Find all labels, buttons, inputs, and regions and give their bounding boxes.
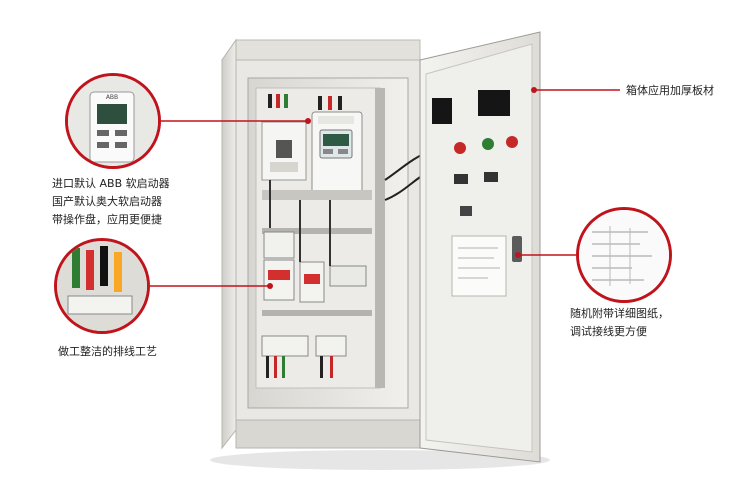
top-cable-lugs — [268, 94, 342, 110]
soft-starter — [311, 111, 363, 195]
door-control-components — [432, 90, 518, 216]
callout-drawing — [515, 207, 672, 303]
cabinet-door — [419, 31, 541, 463]
circuit-breaker — [261, 121, 307, 181]
starter-line-3: 带操作盘，应用更便捷 — [52, 213, 162, 226]
wiring-annotation-text: 做工整洁的排线工艺 — [58, 345, 157, 358]
drawing-annotation: 随机附带详细图纸， 调试接线更方便 — [570, 305, 669, 341]
door-lock-icon — [512, 236, 522, 262]
contactor-rail — [262, 190, 372, 316]
board-annotation: 箱体应用加厚板材 — [626, 82, 714, 100]
board-annotation-text: 箱体应用加厚板材 — [626, 84, 714, 97]
starter-annotation: 进口默认 ABB 软启动器 国产默认奥大软启动器 带操作盘，应用更便捷 — [52, 175, 170, 229]
drawing-line-2: 调试接线更方便 — [570, 325, 647, 338]
din-rail-vertical — [375, 88, 385, 388]
callout-soft-starter: ABB — [65, 73, 311, 169]
wiring-diagram-sheet — [451, 235, 507, 297]
callout-wiring — [54, 238, 273, 334]
wiring-annotation: 做工整洁的排线工艺 — [58, 343, 157, 361]
drawing-line-1: 随机附带详细图纸， — [570, 307, 669, 320]
callout-board-pointer — [531, 87, 620, 93]
bottom-terminals — [261, 335, 347, 378]
starter-brand-label: ABB — [106, 94, 118, 101]
starter-line-2: 国产默认奥大软启动器 — [52, 195, 162, 208]
floor-shadow — [210, 450, 550, 470]
starter-line-1: 进口默认 ABB 软启动器 — [52, 177, 170, 190]
